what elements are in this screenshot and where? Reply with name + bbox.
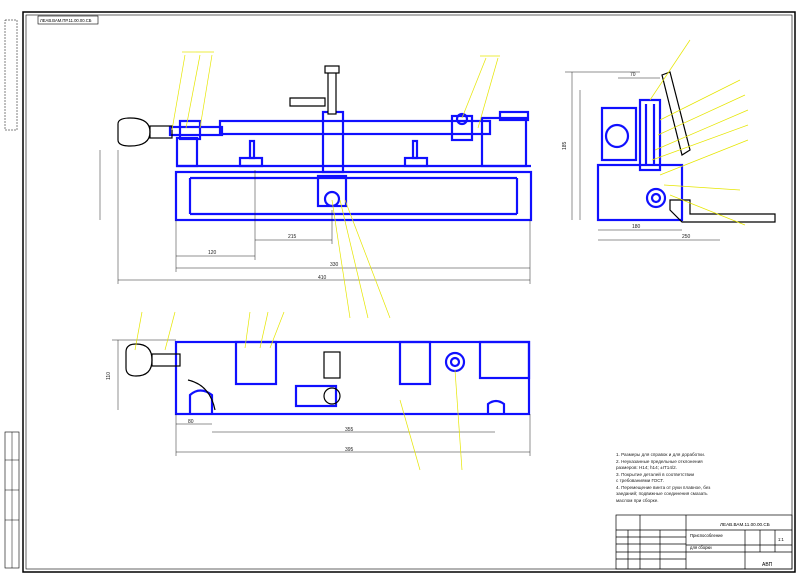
sheet-frame: [22, 11, 796, 573]
note-line: 1. Размеры для справок и для доработки.: [616, 452, 706, 457]
top-stamp-text: ЛЕАВ.ВАМ.ПР.11.00.00.СБ: [40, 18, 92, 23]
dim-plan-inner: 355: [345, 427, 354, 433]
dim-side-top: 70: [630, 72, 636, 78]
inner-frame: [25, 14, 793, 570]
front-lever: [289, 65, 340, 115]
top-stamp-box: [37, 15, 99, 25]
plan-knob: [125, 343, 341, 411]
title-org: АВП: [762, 562, 773, 568]
dim-plan-h: 110: [106, 372, 112, 380]
title-name-1: Приспособление: [690, 533, 723, 538]
note-line: 3. Покрытие деталей в соответствии: [616, 471, 695, 477]
front-main-bar: [218, 119, 492, 136]
note-line: 2. Неуказанные предельные отклонения: [616, 458, 703, 464]
front-view: [168, 110, 533, 222]
title-name-2: для сборки: [690, 545, 712, 550]
left-margin-strip: [4, 19, 18, 131]
plan-dims: [112, 339, 531, 456]
side-dims: [565, 71, 720, 241]
note-line: 4. Перемещение винта от руки плавное, бе…: [616, 484, 711, 490]
note-line: заеданий; подвижные соединения смазать: [616, 491, 708, 496]
dim-side-width: 180: [632, 224, 641, 230]
dim-plan-left: 80: [188, 419, 194, 425]
side-arm: [661, 71, 776, 223]
note-line: маслом при сборке.: [616, 497, 659, 503]
technical-notes: 1. Размеры для справок и для доработки. …: [616, 452, 796, 504]
front-leaders: [171, 51, 500, 319]
dim-front-mid: 330: [330, 262, 339, 268]
note-line: размеров: H14; h14; ±IT14/2.: [616, 465, 677, 470]
title-doc-code: ЛЕАВ.ВАМ.11.00.00.СБ: [720, 522, 770, 527]
dim-front-left: 120: [208, 250, 217, 256]
dim-plan-overall: 395: [345, 447, 354, 453]
dim-side-height: 185: [562, 141, 568, 150]
side-base: [596, 163, 684, 222]
dim-front-center: 215: [288, 234, 297, 240]
dim-side-overall: 250: [682, 234, 691, 240]
front-base: [174, 170, 533, 222]
title-scale: 1:1: [778, 537, 784, 542]
plan-view: [174, 340, 531, 416]
plan-leaders: [134, 311, 463, 471]
dim-front-overall: 410: [318, 275, 327, 281]
front-dims: [99, 150, 531, 284]
side-view: [596, 98, 684, 222]
plan-base: [174, 340, 531, 416]
side-leaders: [649, 39, 749, 226]
title-block: [615, 514, 793, 570]
note-line: с требованиями ГОСТ.: [616, 478, 664, 483]
front-knob: [117, 117, 173, 147]
